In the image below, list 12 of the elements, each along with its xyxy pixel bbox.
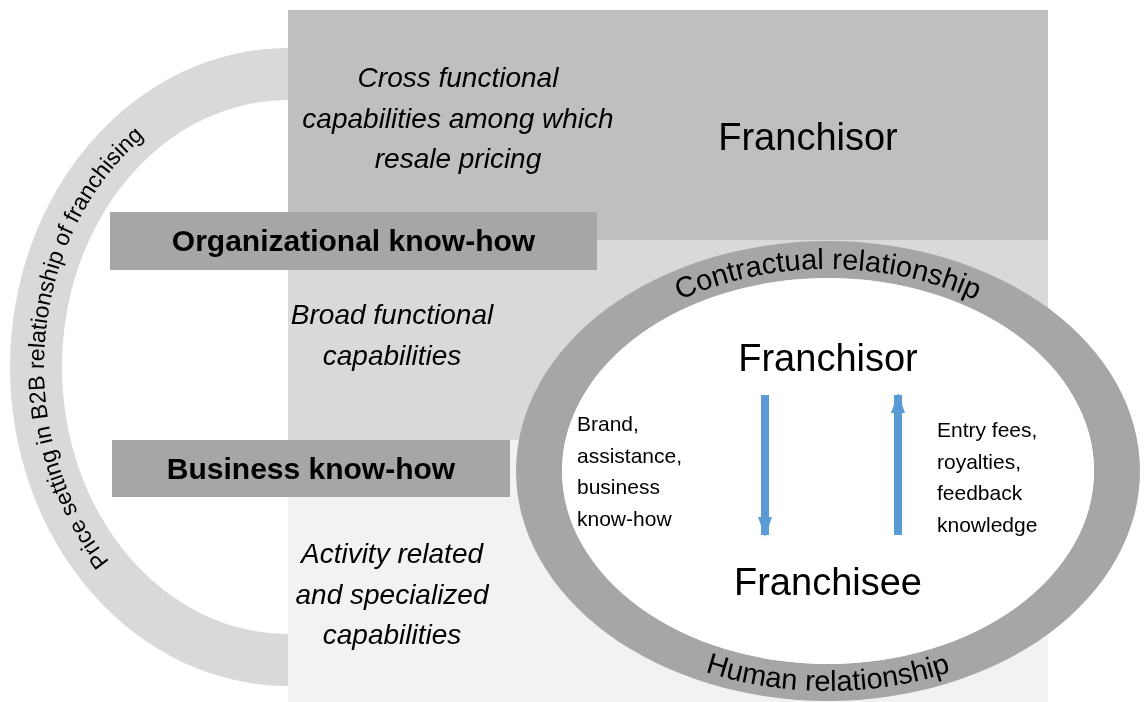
band-text: Activity related and specialized capabilities bbox=[294, 537, 491, 653]
ring-label: Human relationship bbox=[703, 646, 953, 698]
band bbox=[288, 270, 510, 440]
band-text: Cross functional capabilities among which resale pricing bbox=[301, 61, 615, 177]
arrow bbox=[891, 393, 905, 535]
arrow bbox=[758, 395, 772, 537]
heading-bar: Organizational know-how bbox=[110, 212, 597, 270]
actor-label: Franchisor bbox=[700, 336, 956, 398]
band-text: Broad functional capabilities bbox=[289, 298, 495, 373]
band bbox=[288, 497, 510, 702]
actor-label: Franchisor bbox=[717, 115, 899, 160]
heading-bar: Business know-how bbox=[112, 440, 510, 497]
